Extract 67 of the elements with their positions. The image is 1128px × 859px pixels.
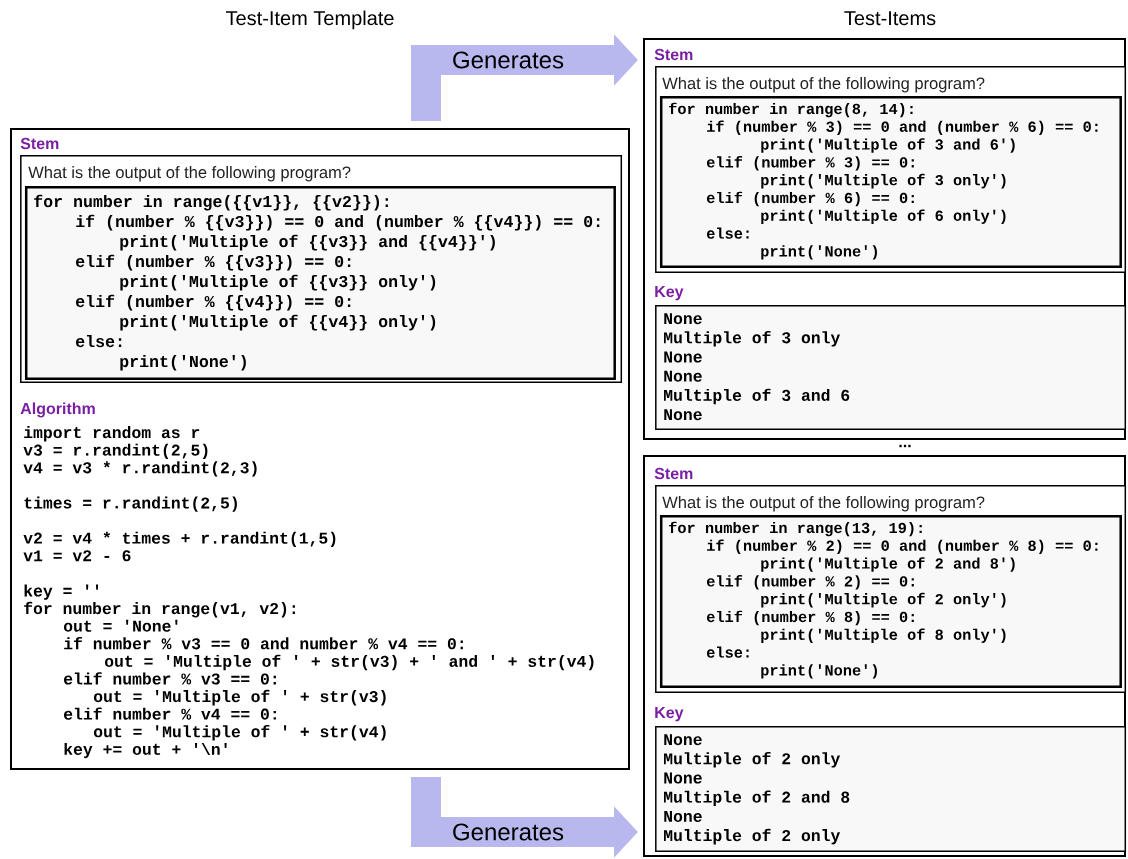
code-line: print('Multiple of 2 only') (761, 592, 1006, 608)
code-line: times = r.randint(2,5) (24, 496, 237, 512)
code-line: elif number % v3 == 0: (64, 672, 276, 685)
code-line: elif (number % 3) == 0: (706, 156, 914, 171)
output-line: Multiple of 3 and 6 (664, 388, 850, 405)
code-line: for number in range(v1, v2): (24, 601, 295, 618)
code-line: for number in range(8, 14): (669, 102, 913, 118)
output-line: None (664, 351, 702, 363)
code-line: print('Multiple of 2 and 8') (761, 557, 1015, 572)
section-heading: Stem (654, 467, 693, 480)
code-line: else: (706, 227, 749, 239)
code-line: key = '' (24, 584, 99, 600)
code-line: v4 = v3 * r.randint(2,3) (23, 461, 257, 477)
heading: Test-Item Template (226, 10, 394, 30)
code-line: print('None') (761, 664, 877, 679)
section-heading: Key (655, 707, 684, 722)
output-line: Multiple of 2 only (664, 828, 840, 845)
code-line: for number in range({{v1}}, {{v2}}): (34, 194, 388, 211)
code-line: v2 = v4 * times + r.randint(1,5) (23, 531, 336, 547)
section-heading: Algorithm (20, 402, 95, 418)
code-line: else: (76, 334, 122, 348)
output-line: None (664, 370, 702, 382)
code-line: elif (number % 2) == 0: (706, 575, 914, 590)
code-line: out = 'Multiple of ' + str(v3) + ' and ' + str(v4) (104, 654, 594, 671)
code-line: out = 'Multiple of ' + str(v3) (93, 689, 386, 706)
code-line: else: (706, 646, 749, 658)
heading: Test-Items (844, 11, 936, 26)
code-line: out = 'Multiple of ' + str(v4) (93, 725, 386, 741)
code-line: elif (number % 6) == 0: (706, 191, 914, 207)
output-line: Multiple of 3 only (664, 331, 840, 347)
section-heading: Key (655, 286, 684, 301)
code-line: print('Multiple of {{v3}} and {{v4}}') (120, 234, 495, 251)
ellipsis: ... (899, 444, 911, 448)
output-line: None (664, 734, 702, 746)
code-line: print('Multiple of 8 only') (761, 628, 1006, 643)
section-heading: Stem (654, 48, 693, 61)
code-line: elif (number % 8) == 0: (706, 610, 914, 626)
code-line: key += out + '\n' (64, 742, 227, 759)
code-line: elif (number % {{v4}}) == 0: (76, 294, 351, 311)
code-line: print('Multiple of {{v4}} only') (120, 314, 436, 331)
code-line: if (number % 3) == 0 and (number % 6) == 0: (707, 120, 1098, 135)
code-line: print('Multiple of 3 only') (761, 173, 1006, 189)
output-line: None (664, 313, 702, 325)
output-line: Multiple of 2 only (664, 752, 840, 768)
code-line: for number in range(13, 19): (669, 521, 922, 537)
code-line: if number % v3 == 0 and number % v4 == 0: (64, 637, 463, 650)
section-heading: Stem (20, 137, 59, 150)
question-text: What is the output of the following program? (662, 496, 985, 512)
code-line: print('None') (120, 354, 246, 371)
output-line: Multiple of 2 and 8 (664, 790, 850, 806)
question-text: What is the output of the following program? (662, 77, 985, 93)
code-line: elif number % v4 == 0: (64, 707, 276, 720)
code-line: print('Multiple of {{v3}} only') (120, 274, 436, 291)
code-line: print('Multiple of 6 only') (761, 209, 1006, 224)
code-line: print('Multiple of 3 and 6') (761, 138, 1015, 153)
code-line: if (number % {{v3}}) == 0 and (number % {{v4}}) == 0: (76, 214, 600, 231)
output-line: None (664, 811, 702, 822)
code-line: elif (number % {{v3}}) == 0: (76, 254, 351, 271)
code-line: v1 = v2 - 6 (23, 550, 131, 562)
code-line: v3 = r.randint(2,5) (23, 443, 208, 459)
output-line: None (664, 409, 702, 421)
output-line: None (664, 772, 702, 784)
code-line: if (number % 2) == 0 and (number % 8) == 0: (707, 539, 1098, 554)
code-line: print('None') (761, 245, 877, 260)
code-line: out = 'None' (63, 619, 178, 632)
question-text: What is the output of the following program? (28, 166, 351, 182)
code-line: import random as r (24, 426, 200, 442)
